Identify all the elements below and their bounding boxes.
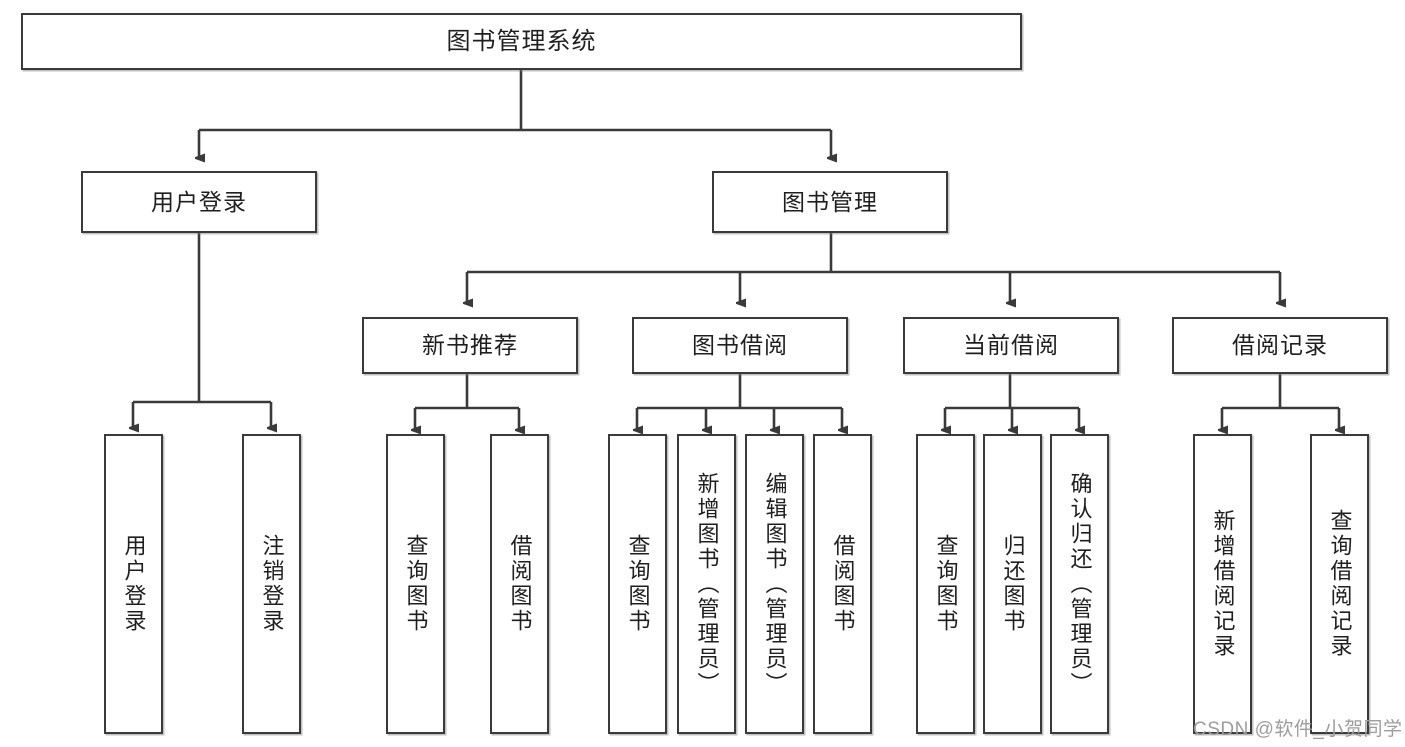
node-label: 查询借阅记录 (1327, 509, 1353, 659)
node-label: 注销登录 (259, 534, 285, 634)
node-label: 查询图书 (403, 534, 429, 634)
node-label: 新增图书（管理员） (694, 471, 720, 697)
node-current-borrow[interactable]: 当前借阅 (903, 317, 1119, 374)
node-label: 用户登录 (151, 188, 247, 215)
node-label: 图书管理系统 (446, 27, 597, 55)
leaf-node-user-login[interactable]: 用户登录 (104, 434, 163, 734)
node-label: 借阅图书 (507, 534, 533, 634)
node-label: 归还图书 (1000, 534, 1026, 634)
node-label: 编辑图书（管理员） (762, 471, 788, 697)
node-book-borrow[interactable]: 图书借阅 (632, 317, 848, 374)
node-new-book-recommend[interactable]: 新书推荐 (362, 317, 578, 374)
leaf-node-query-book-borrow[interactable]: 查询图书 (608, 434, 667, 734)
leaf-node-borrow-book[interactable]: 借阅图书 (813, 434, 872, 734)
leaf-node-query-borrow-record[interactable]: 查询借阅记录 (1310, 434, 1369, 734)
node-root-book-management-system[interactable]: 图书管理系统 (21, 13, 1022, 70)
node-borrow-record[interactable]: 借阅记录 (1172, 317, 1388, 374)
node-label: 图书管理 (782, 188, 878, 215)
leaf-node-edit-book[interactable]: 编辑图书（管理员） (745, 434, 804, 734)
node-label: 查询图书 (933, 534, 959, 634)
node-label: 当前借阅 (963, 332, 1059, 359)
node-label: 借阅记录 (1232, 332, 1328, 359)
leaf-node-query-book-recommend[interactable]: 查询图书 (386, 434, 445, 734)
csdn-watermark: CSDN @软件_小贺同学 (1193, 719, 1403, 740)
node-label: 借阅图书 (830, 534, 856, 634)
node-label: 新书推荐 (422, 332, 518, 359)
node-label: 用户登录 (121, 534, 147, 634)
leaf-node-borrow-book-recommend[interactable]: 借阅图书 (490, 434, 549, 734)
leaf-node-add-book[interactable]: 新增图书（管理员） (677, 434, 736, 734)
node-label: 确认归还（管理员） (1067, 471, 1093, 697)
node-book-management[interactable]: 图书管理 (712, 171, 948, 233)
leaf-node-confirm-return[interactable]: 确认归还（管理员） (1050, 434, 1109, 734)
leaf-node-return-book[interactable]: 归还图书 (983, 434, 1042, 734)
leaf-node-add-borrow-record[interactable]: 新增借阅记录 (1193, 434, 1252, 734)
leaf-node-query-book-current[interactable]: 查询图书 (916, 434, 975, 734)
leaf-node-logout[interactable]: 注销登录 (242, 434, 301, 734)
node-label: 图书借阅 (692, 332, 788, 359)
node-user-login[interactable]: 用户登录 (81, 171, 317, 233)
node-label: 查询图书 (625, 534, 651, 634)
node-label: 新增借阅记录 (1210, 509, 1236, 659)
